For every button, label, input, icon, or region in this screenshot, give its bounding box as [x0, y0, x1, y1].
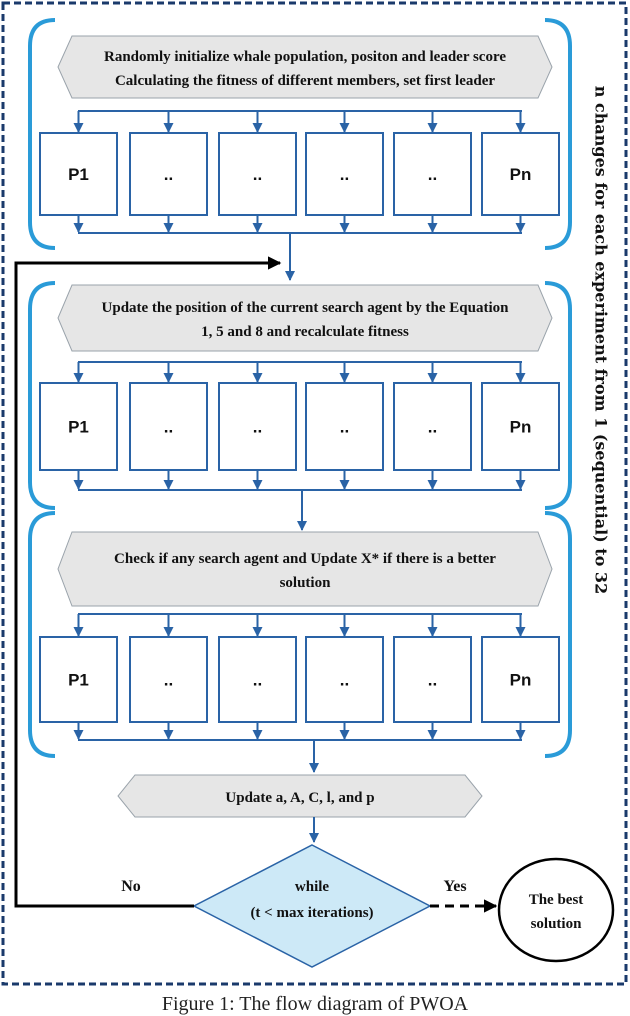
stage-3-process-label-1: P1: [68, 671, 89, 690]
stage-3-left-bracket: [28, 511, 56, 758]
stage-3-process-box-3: [218, 636, 297, 723]
no-loop-line: [14, 256, 282, 908]
stage-2-process-label-3: ..: [253, 418, 262, 437]
stage-3-process-box-6: [481, 636, 560, 723]
stage-2-right-bracket: [544, 281, 572, 510]
update-step-shape: [117, 774, 483, 818]
update-step-text: Update a, A, C, l, and p: [225, 790, 374, 806]
stage-3-process-label-6: Pn: [510, 671, 532, 690]
decision-line2: (t < max iterations): [250, 905, 373, 921]
stage-1-right-bracket: [544, 18, 572, 250]
stage-3-process-box-1: [39, 636, 118, 723]
stage-1-left-bracket: [28, 18, 56, 250]
stage-2: Update the position of the current searc…: [28, 281, 572, 510]
stage-3-process-label-5: ..: [428, 671, 437, 690]
stage-1-process-label-2: ..: [164, 165, 173, 184]
stage-1-banner-line-2: Calculating the fitness of different mem…: [115, 73, 495, 89]
stage-2-process-box-5: [393, 382, 472, 471]
stage-1-process-label-6: Pn: [510, 165, 532, 184]
stage-2-process-label-5: ..: [428, 418, 437, 437]
terminal-line1: The best: [529, 892, 584, 908]
stage-1-process-label-1: P1: [68, 165, 89, 184]
stage-2-process-label-4: ..: [340, 418, 349, 437]
stage-2-banner: [57, 284, 553, 352]
stage-1-process-label-4: ..: [340, 165, 349, 184]
stage-3-process-box-2: [129, 636, 208, 723]
stage-3-right-bracket: [544, 511, 572, 758]
stage-1-process-box-2: [129, 132, 208, 216]
stage-3: Check if any search agent and Update X* …: [28, 511, 572, 758]
outer-frame: [1, 1, 628, 986]
stage-2-process-box-2: [129, 382, 208, 471]
decision-line1: while: [295, 879, 330, 895]
stage-1-banner-line-1: Randomly initialize whale population, po…: [104, 49, 506, 65]
stage-2-process-label-6: Pn: [510, 418, 532, 437]
decision-diamond: [192, 844, 432, 968]
stage-2-process-label-2: ..: [164, 418, 173, 437]
stage-1-process-box-5: [393, 132, 472, 216]
stage-3-process-box-4: [305, 636, 384, 723]
stage-3-process-label-3: ..: [253, 671, 262, 690]
stage-1-process-label-3: ..: [253, 165, 262, 184]
stage-2-banner-line-1: Update the position of the current searc…: [102, 300, 510, 316]
stage-1-process-box-1: [39, 132, 118, 216]
stage-1-process-label-5: ..: [428, 165, 437, 184]
stage-2-banner-line-2: 1, 5 and 8 and recalculate fitness: [201, 324, 409, 340]
stage-2-process-box-1: [39, 382, 118, 471]
stage-3-banner-line-2: solution: [280, 575, 332, 591]
stage-1-banner: [57, 35, 553, 99]
stage-2-process-box-6: [481, 382, 560, 471]
stage-1: Randomly initialize whale population, po…: [28, 18, 572, 250]
stage-2-process-box-3: [218, 382, 297, 471]
stage-2-left-bracket: [28, 281, 56, 510]
stage-3-process-label-4: ..: [340, 671, 349, 690]
figure-caption: Figure 1: The flow diagram of PWOA: [161, 993, 469, 1015]
side-note: n changes for each experiment from 1 (se…: [592, 86, 611, 594]
stage-2-process-label-1: P1: [68, 418, 89, 437]
yes-label: Yes: [443, 878, 466, 895]
stage-1-process-box-3: [218, 132, 297, 216]
stage-3-process-label-2: ..: [164, 671, 173, 690]
terminal-line2: solution: [531, 916, 583, 932]
stage-3-banner-line-1: Check if any search agent and Update X* …: [114, 551, 496, 567]
stage-1-process-box-4: [305, 132, 384, 216]
no-label: No: [121, 878, 141, 895]
stage-2-process-box-4: [305, 382, 384, 471]
stage-3-banner: [57, 531, 553, 607]
terminal-ellipse: [497, 857, 615, 963]
